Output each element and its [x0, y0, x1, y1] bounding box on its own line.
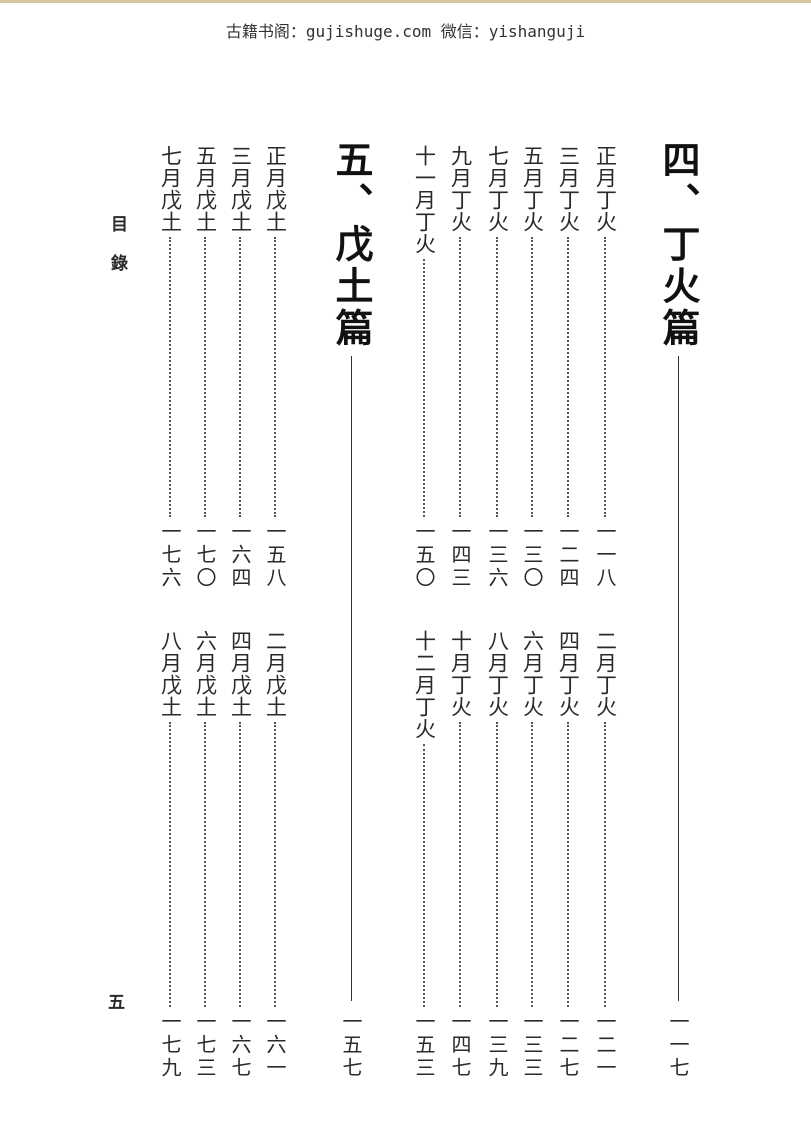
dot-leader	[496, 237, 498, 517]
entry-page-number: 一三〇	[520, 521, 544, 590]
dot-leader	[239, 237, 241, 517]
dot-leader	[604, 722, 606, 1007]
toc-entry[interactable]: 三月戊土一六四	[227, 145, 253, 590]
entry-title: 正月戊土	[263, 145, 288, 233]
entry-page-number: 一三九	[485, 1011, 509, 1080]
entry-title: 二月丁火	[593, 630, 618, 718]
section-heading-entry[interactable]: 四、丁火篇一一七	[656, 140, 701, 1080]
dot-leader	[274, 237, 276, 517]
dot-leader	[204, 237, 206, 517]
dot-leader	[274, 722, 276, 1007]
toc-entry[interactable]: 十一月丁火一五〇	[411, 145, 437, 590]
entry-page-number: 一三六	[485, 521, 509, 590]
entry-page-number: 一二四	[556, 521, 580, 590]
entry-title: 五月戊土	[193, 145, 218, 233]
page-number: 五	[108, 993, 125, 1013]
entry-title: 八月丁火	[485, 630, 510, 718]
entry-page-number: 一七六	[158, 521, 182, 590]
entry-page-number: 一四三	[448, 521, 472, 590]
top-border	[0, 0, 811, 3]
entry-title: 七月丁火	[485, 145, 510, 233]
section-heading: 四、丁火篇	[656, 140, 701, 350]
entry-page-number: 一六四	[228, 521, 252, 590]
entry-page-number: 一五三	[412, 1011, 436, 1080]
entry-page-number: 一七九	[158, 1011, 182, 1080]
entry-page-number: 一三三	[520, 1011, 544, 1080]
entry-page-number: 一七三	[193, 1011, 217, 1080]
toc-entry[interactable]: 正月丁火一一八	[592, 145, 618, 590]
entry-title: 八月戊土	[158, 630, 183, 718]
entry-title: 四月丁火	[556, 630, 581, 718]
heading-rule	[677, 356, 679, 1001]
entry-page-number: 一六七	[228, 1011, 252, 1080]
toc-entry[interactable]: 三月丁火一二四	[555, 145, 581, 590]
dot-leader	[604, 237, 606, 517]
toc-entry[interactable]: 五月丁火一三〇	[519, 145, 545, 590]
dot-leader	[169, 722, 171, 1007]
entry-page-number: 一四七	[448, 1011, 472, 1080]
entry-title: 十月丁火	[448, 630, 473, 718]
toc-entry[interactable]: 五月戊土一七〇	[192, 145, 218, 590]
toc-entry[interactable]: 四月戊土一六七	[227, 630, 253, 1080]
entry-page-number: 一五八	[263, 521, 287, 590]
toc-entry[interactable]: 正月戊土一五八	[262, 145, 288, 590]
dot-leader	[567, 722, 569, 1007]
toc-entry[interactable]: 十月丁火一四七	[447, 630, 473, 1080]
entry-page-number: 一二一	[593, 1011, 617, 1080]
entry-title: 三月丁火	[556, 145, 581, 233]
toc-entry[interactable]: 六月丁火一三三	[519, 630, 545, 1080]
entry-title: 六月戊土	[193, 630, 218, 718]
dot-leader	[567, 237, 569, 517]
entry-title: 六月丁火	[520, 630, 545, 718]
toc-entry[interactable]: 八月戊土一七九	[157, 630, 183, 1080]
toc-entry[interactable]: 九月丁火一四三	[447, 145, 473, 590]
toc-entry[interactable]: 七月丁火一三六	[484, 145, 510, 590]
entry-title: 正月丁火	[593, 145, 618, 233]
dot-leader	[423, 259, 425, 517]
heading-rule	[350, 356, 352, 1001]
entry-title: 十一月丁火	[412, 145, 437, 255]
entry-page-number: 一一八	[593, 521, 617, 590]
toc-entry[interactable]: 二月丁火一二一	[592, 630, 618, 1080]
watermark-banner: 古籍书阁：gujishuge.com 微信：yishanguji	[225, 22, 586, 41]
dot-leader	[459, 722, 461, 1007]
dot-leader	[239, 722, 241, 1007]
margin-section-label: 目錄	[107, 215, 127, 293]
toc-entry[interactable]: 六月戊土一七三	[192, 630, 218, 1080]
entry-title: 七月戊土	[158, 145, 183, 233]
dot-leader	[496, 722, 498, 1007]
entry-title: 三月戊土	[228, 145, 253, 233]
dot-leader	[204, 722, 206, 1007]
section-heading: 五、戊土篇	[329, 140, 374, 350]
toc-entry[interactable]: 二月戊土一六一	[262, 630, 288, 1080]
section-page-number: 一五七	[339, 1011, 363, 1080]
section-page-number: 一一七	[666, 1011, 690, 1080]
entry-title: 五月丁火	[520, 145, 545, 233]
entry-title: 九月丁火	[448, 145, 473, 233]
dot-leader	[459, 237, 461, 517]
dot-leader	[423, 744, 425, 1007]
section-heading-entry[interactable]: 五、戊土篇一五七	[329, 140, 374, 1080]
toc-entry[interactable]: 十二月丁火一五三	[411, 630, 437, 1080]
entry-page-number: 一五〇	[412, 521, 436, 590]
toc-entry[interactable]: 八月丁火一三九	[484, 630, 510, 1080]
entry-page-number: 一六一	[263, 1011, 287, 1080]
entry-page-number: 一七〇	[193, 521, 217, 590]
dot-leader	[169, 237, 171, 517]
toc-entry[interactable]: 四月丁火一二七	[555, 630, 581, 1080]
dot-leader	[531, 237, 533, 517]
entry-page-number: 一二七	[556, 1011, 580, 1080]
entry-title: 十二月丁火	[412, 630, 437, 740]
entry-title: 二月戊土	[263, 630, 288, 718]
toc-entry[interactable]: 七月戊土一七六	[157, 145, 183, 590]
dot-leader	[531, 722, 533, 1007]
entry-title: 四月戊土	[228, 630, 253, 718]
